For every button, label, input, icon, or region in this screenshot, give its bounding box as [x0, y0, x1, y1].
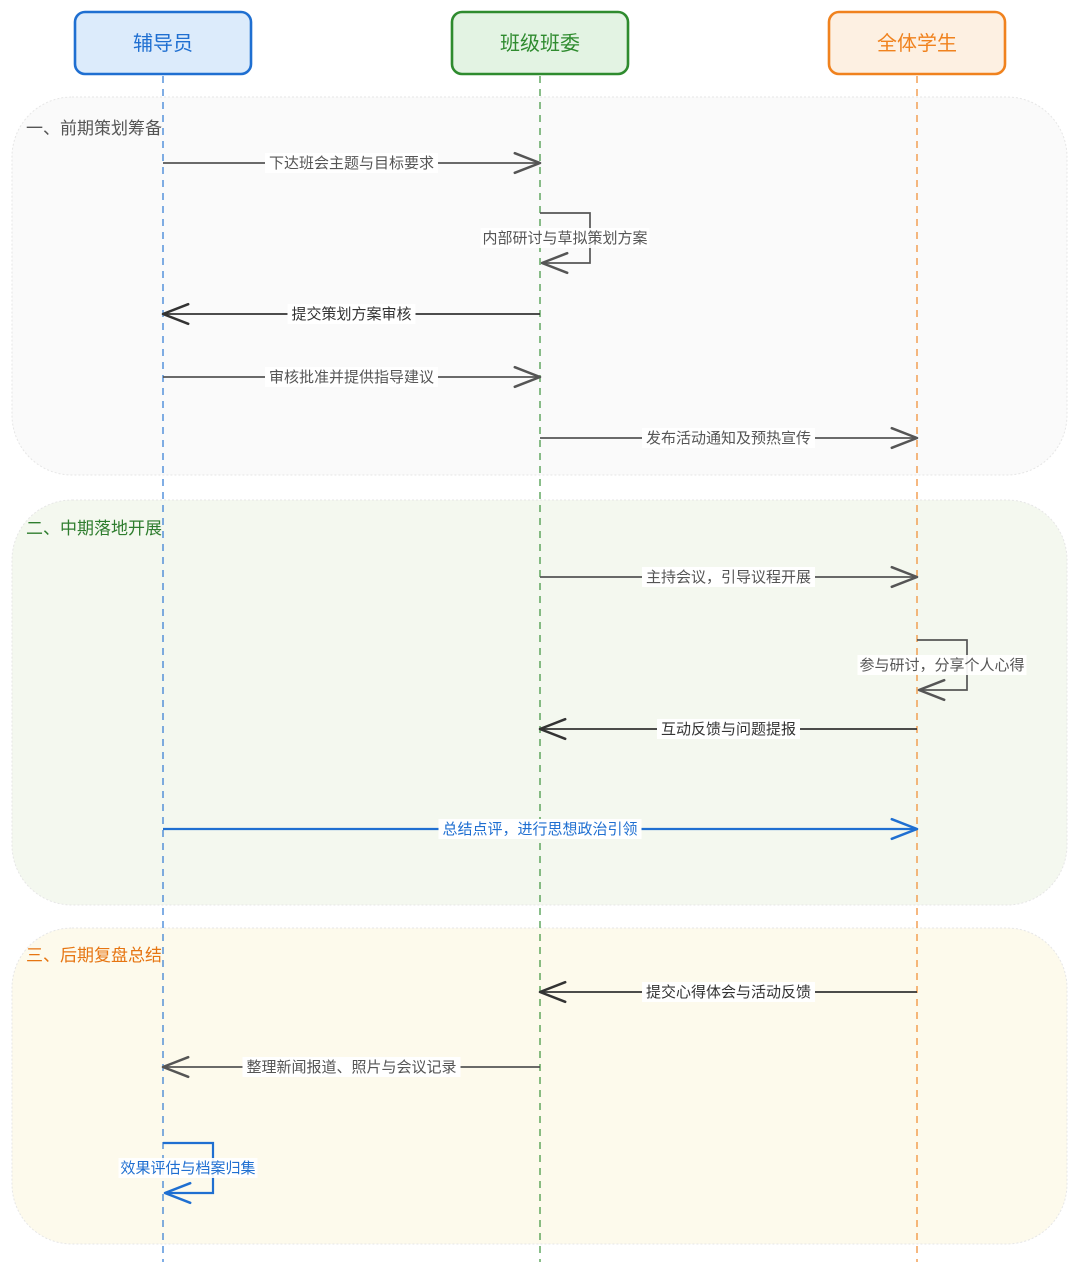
- message-label-8: 互动反馈与问题提报: [661, 720, 796, 738]
- message-label-7: 参与研讨，分享个人心得: [859, 656, 1024, 674]
- section-background-3: [11, 927, 1068, 1245]
- message-label-backdrop-9: [438, 819, 642, 839]
- participant-label-2: 班级班委: [500, 31, 580, 55]
- message-label-backdrop-5: [641, 428, 816, 448]
- message-label-backdrop-7: [857, 655, 1027, 675]
- message-label-backdrop-3: [287, 304, 416, 324]
- message-label-5: 发布活动通知及预热宣传: [646, 429, 811, 447]
- message-9: 总结点评，进行思想政治引领: [163, 817, 919, 841]
- message-6: 主持会议，引导议程开展: [540, 565, 919, 589]
- participant-frame-1: [73, 10, 253, 76]
- message-label-backdrop-11: [242, 1057, 461, 1077]
- message-10: 提交心得体会与活动反馈: [538, 980, 917, 1004]
- section-title-1: 一、前期策划筹备: [26, 119, 162, 139]
- participant-label-1: 辅导员: [133, 31, 193, 55]
- message-label-11: 整理新闻报道、照片与会议记录: [246, 1058, 456, 1076]
- message-label-6: 主持会议，引导议程开展: [646, 568, 811, 586]
- message-label-3: 提交策划方案审核: [291, 305, 411, 323]
- message-label-1: 下达班会主题与目标要求: [269, 154, 434, 172]
- message-label-backdrop-2: [480, 228, 650, 248]
- message-5: 发布活动通知及预热宣传: [540, 426, 919, 450]
- message-label-backdrop-8: [656, 719, 801, 739]
- participant-label-3: 全体学生: [877, 31, 957, 55]
- message-label-10: 提交心得体会与活动反馈: [646, 983, 811, 1001]
- message-label-backdrop-10: [641, 982, 816, 1002]
- section-title-3: 三、后期复盘总结: [26, 946, 162, 966]
- message-label-12: 效果评估与档案归集: [120, 1159, 255, 1177]
- participant-box-1: 辅导员: [73, 10, 253, 76]
- message-4: 审核批准并提供指导建议: [163, 365, 542, 389]
- message-3: 提交策划方案审核: [161, 302, 540, 326]
- section-title-2: 二、中期落地开展: [26, 519, 162, 539]
- message-label-4: 审核批准并提供指导建议: [269, 368, 434, 386]
- message-label-9: 总结点评，进行思想政治引领: [442, 820, 637, 838]
- message-2: 内部研讨与草拟策划方案: [480, 212, 650, 275]
- message-11: 整理新闻报道、照片与会议记录: [161, 1055, 540, 1079]
- message-label-2: 内部研讨与草拟策划方案: [482, 229, 647, 247]
- message-label-backdrop-12: [118, 1158, 258, 1178]
- participant-frame-3: [827, 10, 1007, 76]
- message-label-backdrop-6: [641, 567, 816, 587]
- message-label-backdrop-4: [264, 367, 439, 387]
- message-label-backdrop-1: [264, 153, 439, 173]
- message-7: 参与研讨，分享个人心得: [857, 639, 1027, 702]
- participants-layer: 辅导员 班级班委 全体学生: [73, 10, 1007, 76]
- participant-frame-2: [450, 10, 630, 76]
- messages-layer: 下达班会主题与目标要求内部研讨与草拟策划方案提交策划方案审核审核批准并提供指导建…: [118, 151, 1027, 1205]
- message-8: 互动反馈与问题提报: [538, 717, 917, 741]
- section-panel-3: 三、后期复盘总结: [11, 927, 1068, 1245]
- participant-box-3: 全体学生: [827, 10, 1007, 76]
- message-12: 效果评估与档案归集: [118, 1141, 258, 1205]
- participant-box-2: 班级班委: [450, 10, 630, 76]
- message-1: 下达班会主题与目标要求: [163, 151, 542, 175]
